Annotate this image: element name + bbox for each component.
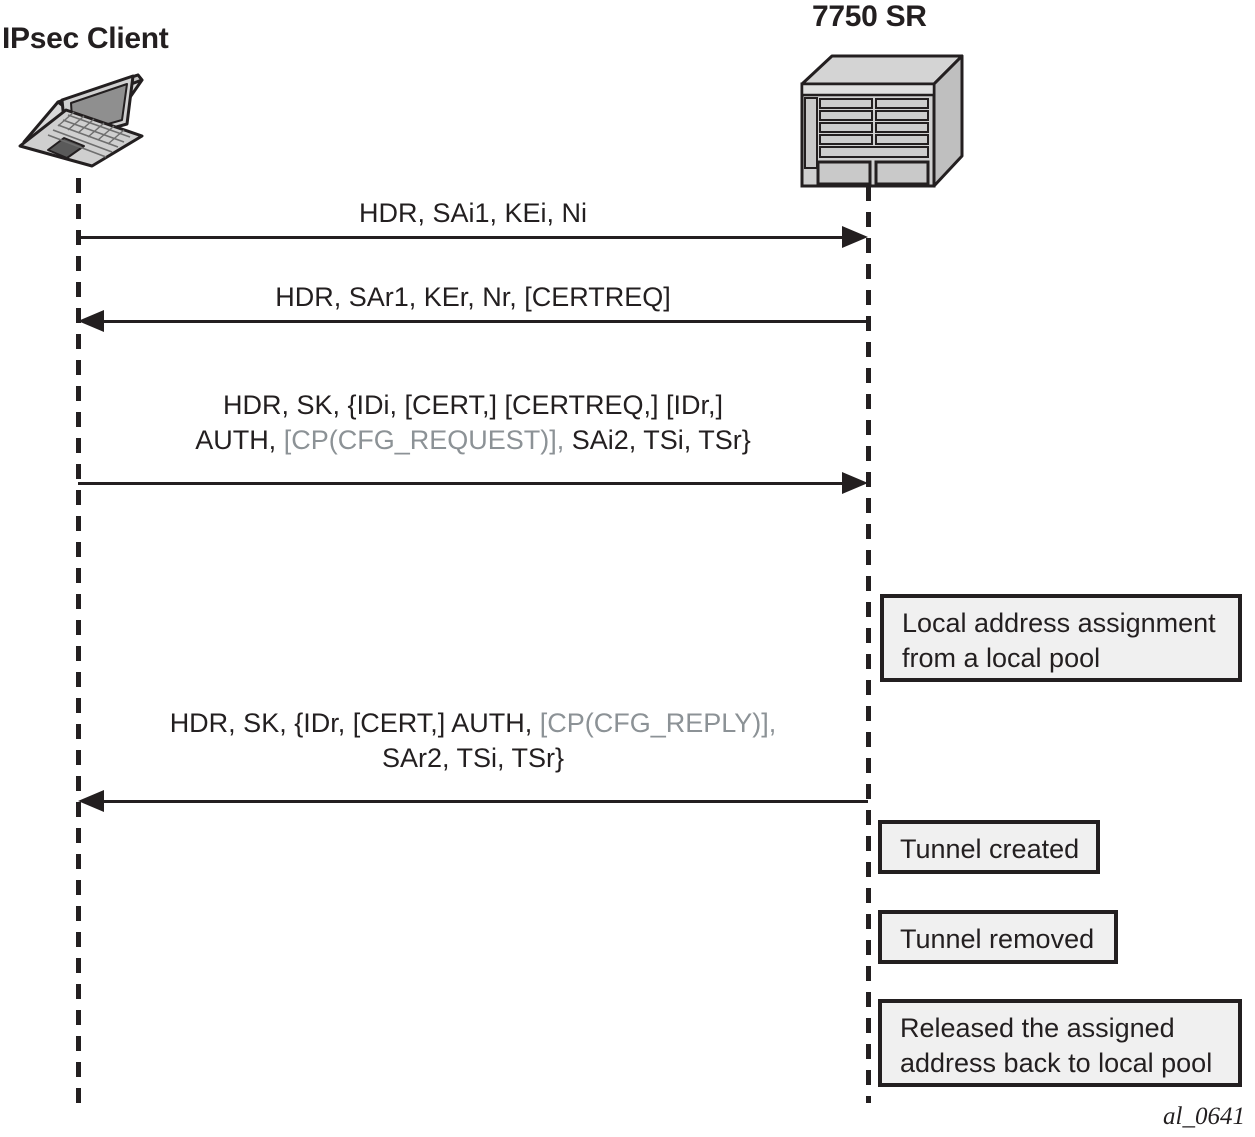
arrowhead-right-icon xyxy=(842,472,868,494)
figure-caption: al_0641 xyxy=(1163,1103,1245,1130)
laptop-icon xyxy=(14,58,154,168)
arrowhead-left-icon xyxy=(78,310,104,332)
message-label: HDR, SK, {IDr, [CERT,] AUTH, [CP(CFG_REP… xyxy=(169,708,777,773)
lifeline-client xyxy=(76,178,81,1103)
arrowhead-left-icon xyxy=(78,790,104,812)
lifeline-router xyxy=(866,186,871,1103)
note-tunnel-created: Tunnel created xyxy=(878,820,1100,874)
router-chassis-icon xyxy=(796,46,968,196)
arrow-shaft xyxy=(100,800,868,803)
message-label: HDR, SAi1, KEi, Ni xyxy=(358,198,588,228)
message-label: HDR, SK, {IDi, [CERT,] [CERTREQ,] [IDr,]… xyxy=(195,390,751,455)
arrow-shaft xyxy=(100,320,868,323)
arrow-shaft xyxy=(78,482,846,485)
arrow-shaft xyxy=(78,236,846,239)
note-tunnel-removed: Tunnel removed xyxy=(878,910,1118,964)
client-endpoint-title: IPsec Client xyxy=(2,22,169,55)
message-label: HDR, SAr1, KEr, Nr, [CERTREQ] xyxy=(275,282,671,312)
router-endpoint-title: 7750 SR xyxy=(812,0,927,33)
arrowhead-right-icon xyxy=(842,226,868,248)
